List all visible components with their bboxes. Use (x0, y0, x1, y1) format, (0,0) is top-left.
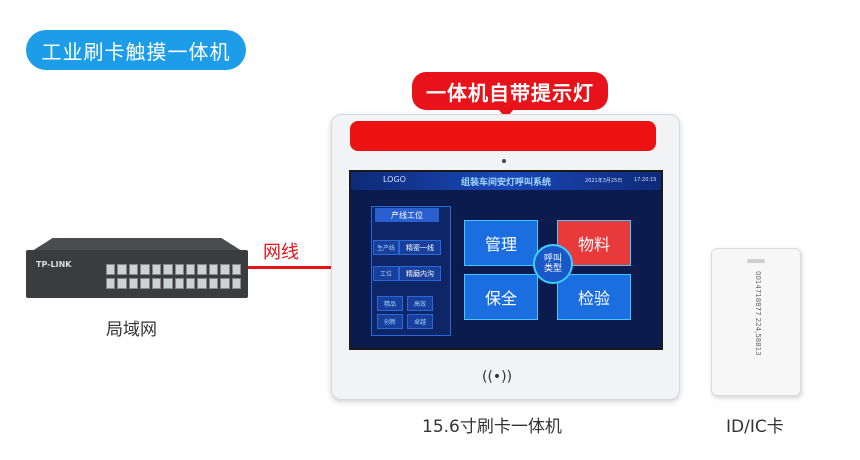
call-type-bottom: 类型 (543, 264, 562, 274)
card-caption: ID/IC卡 (726, 417, 784, 437)
screen-header (351, 172, 661, 190)
switch-port (128, 264, 139, 275)
switch-port (197, 278, 207, 289)
indicator-light-bar (350, 121, 656, 151)
switch-port (208, 264, 219, 275)
device-caption: 15.6寸刷卡一体机 (422, 417, 562, 437)
switch-port (106, 278, 116, 289)
switch-port (163, 264, 173, 275)
title-pill: 工业刷卡触摸一体机 (26, 30, 246, 70)
switch-port (128, 278, 139, 289)
switch-port (117, 278, 127, 289)
switch-port (231, 278, 241, 289)
switch-top-panel (30, 238, 244, 252)
switch-port (140, 264, 150, 275)
call-type-top: 呼叫 (543, 254, 562, 264)
camera-dot (502, 159, 506, 163)
switch-port (220, 278, 230, 289)
lan-caption: 局域网 (106, 320, 157, 340)
tag-item: 创新 (377, 314, 403, 329)
switch-port (174, 278, 184, 289)
light-callout: 一体机自带提示灯 (412, 72, 608, 110)
tag-item: 精品 (377, 296, 403, 311)
tag-item: 卓越 (407, 314, 433, 329)
screen-time: 17:20:15 (634, 177, 657, 183)
switch-port (163, 278, 173, 289)
tile-inspection[interactable]: 检验 (557, 274, 631, 320)
network-cable (248, 266, 332, 269)
id-card: 0014718877 224,58813 (711, 248, 801, 396)
switch-port (197, 264, 207, 275)
nfc-reader-icon: ((•)) (482, 369, 513, 385)
chip-station-label: 工位 (373, 266, 399, 281)
screen-date: 2021年3月25日 (585, 178, 623, 184)
panel-title: 产线工位 (375, 208, 439, 222)
switch-port (117, 264, 127, 275)
switch-port (220, 264, 230, 275)
tile-maintenance[interactable]: 保全 (464, 274, 538, 320)
switch-port (106, 264, 116, 275)
chip-line-value[interactable]: 精密一线 (399, 240, 441, 255)
network-switch: TP-LINK (26, 238, 248, 298)
switch-port (151, 264, 162, 275)
callout-pointer (497, 108, 515, 118)
card-slot (747, 259, 765, 263)
call-type-button[interactable]: 呼叫 类型 (533, 244, 573, 284)
network-label: 网线 (263, 242, 299, 263)
tag-item: 高效 (407, 296, 433, 311)
switch-port (208, 278, 219, 289)
card-number: 0014718877 224,58813 (754, 271, 762, 356)
switch-port (185, 264, 196, 275)
chip-line-label: 生产线 (373, 240, 399, 255)
screen-logo: LOGO (383, 175, 406, 184)
tile-management[interactable]: 管理 (464, 220, 538, 266)
switch-brand: TP-LINK (36, 260, 72, 269)
switch-port (174, 264, 184, 275)
switch-port (140, 278, 150, 289)
switch-port (231, 264, 241, 275)
switch-port (151, 278, 162, 289)
screen-title: 组装车间安灯呼叫系统 (461, 178, 552, 188)
switch-ports (106, 264, 241, 290)
terminal-screen: LOGO 组装车间安灯呼叫系统 2021年3月25日 17:20:15 产线工位… (349, 170, 663, 350)
chip-station-value[interactable]: 精磨内沟 (399, 266, 441, 281)
switch-port (185, 278, 196, 289)
